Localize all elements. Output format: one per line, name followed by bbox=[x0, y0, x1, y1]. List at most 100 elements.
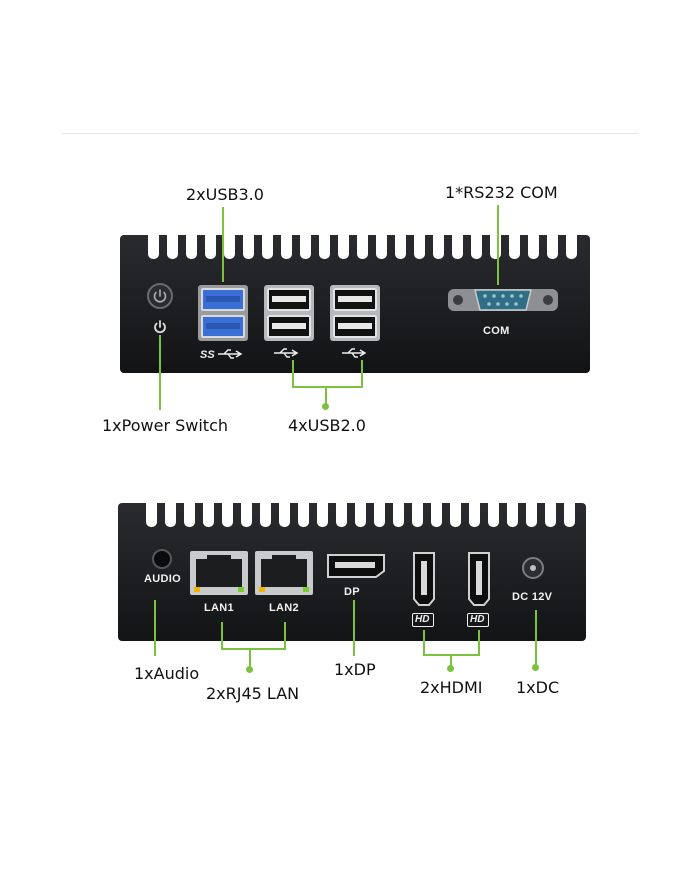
cooling-fin bbox=[262, 235, 273, 259]
rs232-com-port[interactable] bbox=[448, 285, 558, 315]
power-button[interactable] bbox=[147, 283, 173, 309]
cooling-fin bbox=[338, 235, 349, 259]
cooling-fin bbox=[509, 235, 520, 259]
cooling-fin bbox=[431, 503, 442, 527]
rs232-leader bbox=[497, 205, 499, 285]
dc-leader bbox=[535, 610, 537, 666]
cooling-fin bbox=[395, 235, 406, 259]
hdmi-logo-icon: HD bbox=[412, 613, 434, 627]
usb2-port[interactable] bbox=[267, 288, 311, 311]
cooling-fin bbox=[469, 503, 480, 527]
lan-leader-dot bbox=[246, 666, 253, 673]
cooling-fin bbox=[205, 235, 216, 259]
usb-icon bbox=[274, 348, 299, 358]
dp-label: DP bbox=[344, 586, 360, 598]
audio-leader bbox=[154, 600, 156, 656]
cooling-fin bbox=[412, 503, 423, 527]
lan1-label: LAN1 bbox=[204, 602, 234, 614]
cooling-fin bbox=[146, 503, 157, 527]
cooling-fin bbox=[241, 503, 252, 527]
usb30-callout: 2xUSB3.0 bbox=[186, 185, 264, 204]
cooling-fin bbox=[490, 235, 501, 259]
usb20-leader-right bbox=[361, 360, 363, 388]
power-icon bbox=[154, 320, 166, 334]
cooling-fin bbox=[566, 235, 577, 259]
dc-leader-dot bbox=[532, 664, 539, 671]
usb30-leader bbox=[222, 207, 224, 282]
cooling-fin bbox=[507, 503, 518, 527]
rj45-port-lan1[interactable] bbox=[190, 551, 248, 595]
audio-callout: 1xAudio bbox=[134, 664, 200, 683]
usb3-port-lower[interactable] bbox=[201, 315, 245, 338]
usb2-port[interactable] bbox=[333, 288, 377, 311]
cooling-fin bbox=[547, 235, 558, 259]
audio-label: AUDIO bbox=[144, 573, 181, 585]
hdmi-logo-icon: HD bbox=[467, 613, 489, 627]
ss-usb-icon: SS bbox=[200, 349, 243, 361]
power-switch-callout: 1xPower Switch bbox=[102, 416, 229, 435]
front-panel-device: SS COM bbox=[120, 235, 590, 375]
cooling-fin bbox=[279, 503, 290, 527]
rear-panel-device: AUDIO LAN1 LAN2 DP HD HD DC 12V bbox=[118, 503, 586, 643]
cooling-fin bbox=[165, 503, 176, 527]
cooling-fins-top bbox=[120, 235, 590, 263]
lan-leader-left bbox=[221, 622, 223, 650]
cooling-fin bbox=[184, 503, 195, 527]
usb20-callout: 4xUSB2.0 bbox=[288, 416, 366, 435]
cooling-fin bbox=[222, 503, 233, 527]
hdmi-port-2[interactable] bbox=[467, 551, 491, 607]
dc-label: DC 12V bbox=[512, 591, 553, 603]
dc-power-jack[interactable] bbox=[522, 557, 544, 579]
cooling-fin bbox=[260, 503, 271, 527]
usb20-leader-dot bbox=[322, 403, 329, 410]
cooling-fin bbox=[528, 235, 539, 259]
cooling-fin bbox=[488, 503, 499, 527]
power-leader bbox=[159, 335, 161, 410]
rj45-port-lan2[interactable] bbox=[255, 551, 313, 595]
cooling-fin bbox=[414, 235, 425, 259]
usb2-port[interactable] bbox=[333, 315, 377, 338]
cooling-fin bbox=[298, 503, 309, 527]
cooling-fin bbox=[452, 235, 463, 259]
hdmi-leader-right bbox=[478, 630, 480, 656]
com-label: COM bbox=[483, 325, 510, 337]
displayport-port[interactable] bbox=[326, 553, 386, 579]
usb2-port-stack-1 bbox=[264, 285, 314, 341]
lan2-label: LAN2 bbox=[269, 602, 299, 614]
usb-icon bbox=[342, 348, 367, 358]
cooling-fin bbox=[545, 503, 556, 527]
hdmi-port-1[interactable] bbox=[412, 551, 436, 607]
cooling-fin bbox=[243, 235, 254, 259]
lan-leader-right bbox=[284, 622, 286, 650]
cooling-fins-bottom bbox=[118, 503, 586, 531]
svg-text:SS: SS bbox=[200, 349, 215, 361]
cooling-fin bbox=[526, 503, 537, 527]
hdmi-leader-dot bbox=[447, 665, 454, 672]
cooling-fin bbox=[167, 235, 178, 259]
cooling-fin bbox=[433, 235, 444, 259]
hdmi-leader-left bbox=[423, 630, 425, 656]
hdmi-logo-text: HD bbox=[415, 614, 430, 625]
lan-leader-stem bbox=[249, 648, 251, 668]
usb3-port-upper[interactable] bbox=[201, 288, 245, 311]
dp-leader bbox=[353, 600, 355, 656]
audio-jack[interactable] bbox=[152, 549, 172, 569]
cooling-fin bbox=[357, 235, 368, 259]
dp-callout: 1xDP bbox=[334, 660, 376, 679]
usb2-port[interactable] bbox=[267, 315, 311, 338]
cooling-fin bbox=[186, 235, 197, 259]
cooling-fin bbox=[564, 503, 575, 527]
cooling-fin bbox=[450, 503, 461, 527]
cooling-fin bbox=[336, 503, 347, 527]
cooling-fin bbox=[300, 235, 311, 259]
cooling-fin bbox=[203, 503, 214, 527]
top-divider bbox=[62, 133, 638, 134]
hdmi-leader-stem bbox=[450, 654, 452, 668]
dc-callout: 1xDC bbox=[516, 678, 560, 697]
cooling-fin bbox=[393, 503, 404, 527]
cooling-fin bbox=[317, 503, 328, 527]
hdmi-logo-text: HD bbox=[470, 614, 485, 625]
hdmi-callout: 2xHDMI bbox=[420, 678, 483, 697]
cooling-fin bbox=[148, 235, 159, 259]
rj45-callout: 2xRJ45 LAN bbox=[206, 684, 300, 703]
